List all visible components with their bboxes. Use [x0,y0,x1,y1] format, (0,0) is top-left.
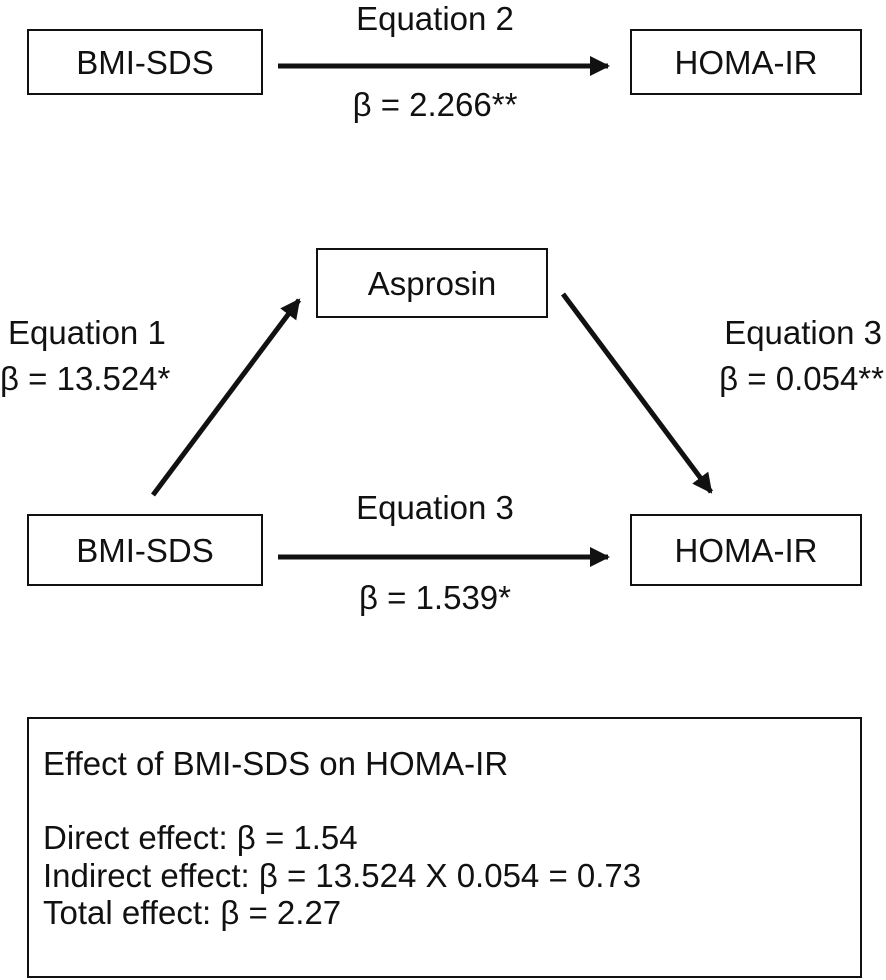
arrow-bmi-to-asprosin [150,298,302,497]
node-bmi-sds-top: BMI-SDS [27,29,263,95]
summary-spacer [43,782,860,819]
label-equation-3-bottom: Equation 3 [356,489,514,526]
summary-direct-effect: Direct effect: β = 1.54 [43,819,358,857]
label-equation-1: Equation 1 [8,314,166,351]
effect-summary-box: Effect of BMI-SDS on HOMA-IR Direct effe… [27,717,862,978]
label-beta-top: β = 2.266** [352,86,518,123]
label-equation-2: Equation 2 [356,0,514,37]
node-bmi-sds-bottom: BMI-SDS [27,514,263,586]
node-asprosin: Asprosin [316,248,548,318]
label-beta-path-a: β = 13.524* [0,360,171,397]
label-beta-direct: β = 1.539* [358,579,512,616]
summary-indirect-effect: Indirect effect: β = 13.524 X 0.054 = 0.… [43,856,642,894]
node-homa-ir-bottom: HOMA-IR [630,514,862,586]
label-beta-path-b: β = 0.054** [719,360,884,397]
summary-total-effect: Total effect: β = 2.27 [43,893,342,931]
label-equation-3-right: Equation 3 [724,314,882,351]
node-homa-ir-top: HOMA-IR [630,29,862,95]
summary-title: Effect of BMI-SDS on HOMA-IR [43,745,509,782]
arrow-asprosin-to-homa [560,292,714,494]
